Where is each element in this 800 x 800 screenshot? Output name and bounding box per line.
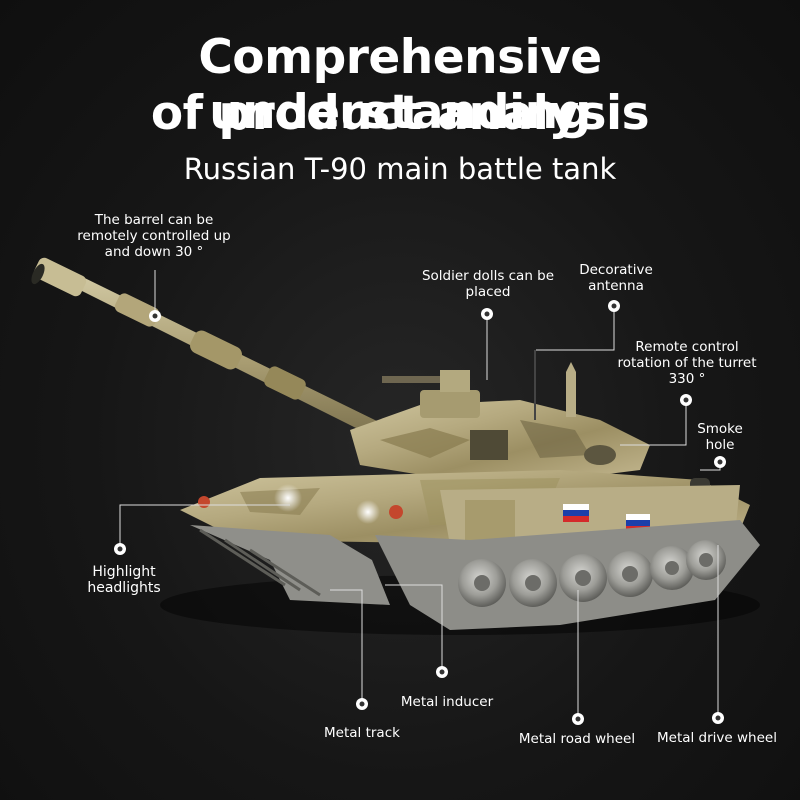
callout-soldier-dolls: Soldier dolls can be placed <box>418 268 558 300</box>
callout-soldier-line-1: Soldier dolls can be <box>421 268 555 284</box>
callout-metal-drive-wheel: Metal drive wheel <box>657 730 777 746</box>
callout-barrel-line-1: The barrel can be <box>94 212 214 228</box>
callout-antenna-line-1: Decorative <box>579 262 653 278</box>
callout-turret-line-1: Remote control <box>635 339 739 355</box>
callout-barrel: The barrel can be remotely controlled up… <box>74 212 234 260</box>
callout-barrel-line-2: remotely controlled up <box>77 228 231 244</box>
headlight-left <box>274 484 302 512</box>
callout-turret-rotation: Remote control rotation of the turret 33… <box>612 339 762 387</box>
callout-turret-line-3: 330 ° <box>668 371 706 387</box>
russian-flag-1 <box>563 504 589 522</box>
metal-road-wheels <box>458 540 726 607</box>
callout-dots <box>114 300 726 725</box>
turret <box>350 350 650 480</box>
callout-smoke-line-2: hole <box>705 437 735 453</box>
headline-line-1: Comprehensive understanding <box>198 30 602 140</box>
callout-metal-road-wheel: Metal road wheel <box>518 731 636 747</box>
headline-line-2: of product analysis <box>150 86 650 141</box>
callout-lines <box>119 270 721 715</box>
callout-metal-track: Metal track <box>324 725 400 741</box>
callout-headlights-line-2: headlights <box>87 580 161 596</box>
callout-barrel-line-3: and down 30 ° <box>104 244 204 260</box>
callout-metal-inducer: Metal inducer <box>400 694 494 710</box>
headlight-right <box>356 500 380 524</box>
main-gun-barrel <box>31 257 432 460</box>
callout-turret-line-2: rotation of the turret <box>617 355 757 371</box>
callout-soldier-line-2: placed <box>465 284 511 300</box>
callout-antenna: Decorative antenna <box>566 262 666 294</box>
callout-headlights: Highlight headlights <box>76 564 172 596</box>
callout-smoke-hole: Smoke hole <box>690 421 750 453</box>
callout-smoke-line-1: Smoke <box>697 421 743 437</box>
callout-headlights-line-1: Highlight <box>92 564 156 580</box>
callout-antenna-line-2: antenna <box>588 278 644 294</box>
product-subtitle: Russian T-90 main battle tank <box>183 152 617 186</box>
